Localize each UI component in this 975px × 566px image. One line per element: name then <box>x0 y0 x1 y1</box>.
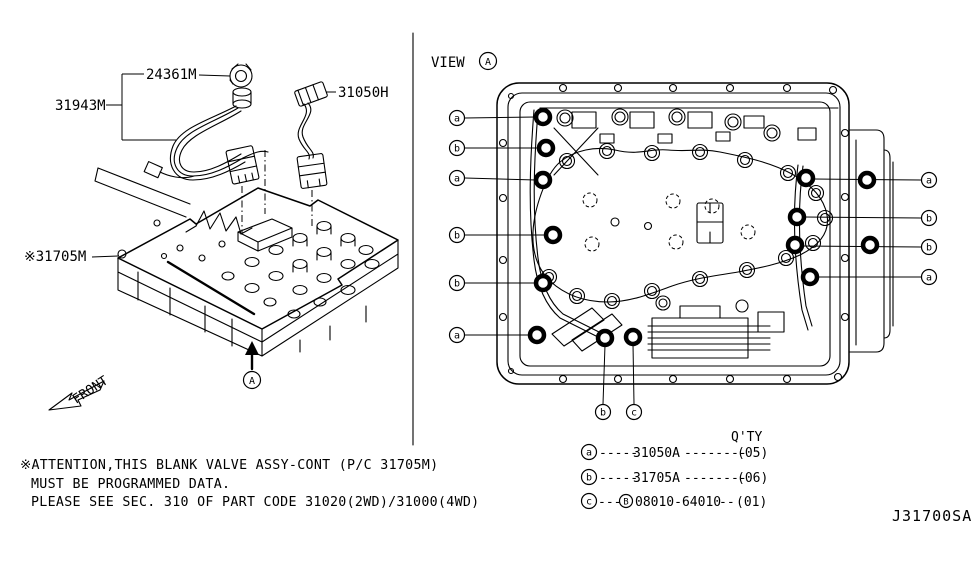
boss-cylinders <box>160 220 380 319</box>
callout-marker: c <box>625 403 643 421</box>
svg-text:a: a <box>454 331 460 342</box>
legend-key: a <box>586 448 592 459</box>
harness-cables <box>143 102 314 181</box>
svg-text:a: a <box>926 273 932 284</box>
label-31705m: ※31705M <box>24 249 119 265</box>
legend-dash: ----- <box>599 471 638 486</box>
marked-bolts <box>527 107 880 348</box>
label-24361m: 24361M <box>131 67 231 83</box>
view-title-marker: A <box>485 57 491 68</box>
svg-text:b: b <box>454 279 460 290</box>
right-flange <box>848 129 894 353</box>
part-label-31050h: 31050H <box>338 85 389 101</box>
callout-marker: b <box>920 209 938 227</box>
callouts-bottom: b c <box>594 403 643 421</box>
view-marker-letter: A <box>249 376 255 387</box>
callout-marker: b <box>594 403 612 421</box>
note-line-2: MUST BE PROGRAMMED DATA. <box>31 477 230 492</box>
svg-text:b: b <box>454 231 460 242</box>
plate-bolts <box>540 142 834 310</box>
callouts-left: a b a b b a <box>448 109 466 344</box>
connector-31050h-drawing <box>294 81 328 107</box>
legend-row: c --- B 08010-64010 -- (01) <box>580 492 767 510</box>
callouts-right: a b b a <box>920 171 938 286</box>
label-31943m: 31943M <box>55 73 176 141</box>
front-label: FRONT <box>70 373 111 407</box>
legend-qty: (06) <box>737 471 768 486</box>
legend-key: b <box>586 473 592 484</box>
solenoid-band <box>539 107 839 176</box>
callout-marker: a <box>448 109 466 127</box>
legend-part-number: 31050A <box>633 446 680 461</box>
view-a-detail: VIEW A <box>431 51 938 421</box>
legend-part-number: 31705A <box>633 471 680 486</box>
svg-text:b: b <box>926 243 932 254</box>
attention-note: ※ATTENTION,THIS BLANK VALVE ASSY-CONT (P… <box>20 458 480 510</box>
callout-leaders <box>464 116 922 405</box>
legend-qty: (05) <box>737 446 768 461</box>
legend-qty: (01) <box>736 495 767 510</box>
part-label-31943m: 31943M <box>55 98 106 114</box>
manual-valve-mechanism <box>551 295 785 359</box>
diagram-code: J31700SA <box>892 507 972 525</box>
wiring-channels <box>529 109 813 339</box>
svg-text:a: a <box>926 176 932 187</box>
legend-dash: -- <box>719 495 735 510</box>
valve-body-isometric <box>94 167 399 357</box>
svg-text:b: b <box>600 408 606 419</box>
view-a-title: VIEW A <box>431 51 498 71</box>
view-title: VIEW <box>431 55 465 71</box>
legend-row: a ----- 31050A -------- (05) <box>580 443 768 461</box>
part-label-24361m: 24361M <box>146 67 197 83</box>
legend-dash: -------- <box>684 471 747 486</box>
view-a-arrow-marker: A <box>242 341 262 390</box>
legend-dash: -------- <box>684 446 747 461</box>
svg-text:a: a <box>454 114 460 125</box>
bolt-symbol-icon <box>618 493 634 509</box>
callout-marker: a <box>920 268 938 286</box>
svg-text:c: c <box>631 408 637 419</box>
legend-key: c <box>586 497 592 508</box>
svg-text:b: b <box>926 214 932 225</box>
callout-marker: b <box>448 139 466 157</box>
qty-header: Q'TY <box>731 430 762 445</box>
perimeter-holes <box>498 83 850 384</box>
callout-marker: a <box>448 169 466 187</box>
note-line-1: ※ATTENTION,THIS BLANK VALVE ASSY-CONT (P… <box>20 458 438 473</box>
legend-dash: --- <box>598 495 621 510</box>
isometric-view: 24361M 31943M 31050H ※31705M FRONT A <box>24 63 399 411</box>
legend-part-number: 08010-64010 <box>635 495 721 510</box>
legend-row: b ----- 31705A -------- (06) <box>580 468 768 486</box>
front-arrow-icon <box>48 380 105 411</box>
sub-connectors-drawing <box>225 145 328 233</box>
legend-dash: ----- <box>599 446 638 461</box>
note-line-3: PLEASE SEE SEC. 310 OF PART CODE 31020(2… <box>31 495 480 510</box>
label-31050h: 31050H <box>326 85 389 101</box>
callout-marker: b <box>448 226 466 244</box>
legend: Q'TY a ----- 31050A -------- (05) b ----… <box>580 430 768 510</box>
callout-marker: a <box>448 326 466 344</box>
callout-marker: b <box>920 238 938 256</box>
center-block <box>696 202 724 244</box>
svg-text:a: a <box>454 174 460 185</box>
callout-marker: a <box>920 171 938 189</box>
round-connector-drawing <box>229 63 253 109</box>
svg-text:b: b <box>454 144 460 155</box>
callout-marker: b <box>448 274 466 292</box>
part-label-31705m: ※31705M <box>24 249 86 265</box>
bolt-symbol-letter: B <box>623 498 628 508</box>
front-direction-arrow: FRONT <box>48 373 111 411</box>
